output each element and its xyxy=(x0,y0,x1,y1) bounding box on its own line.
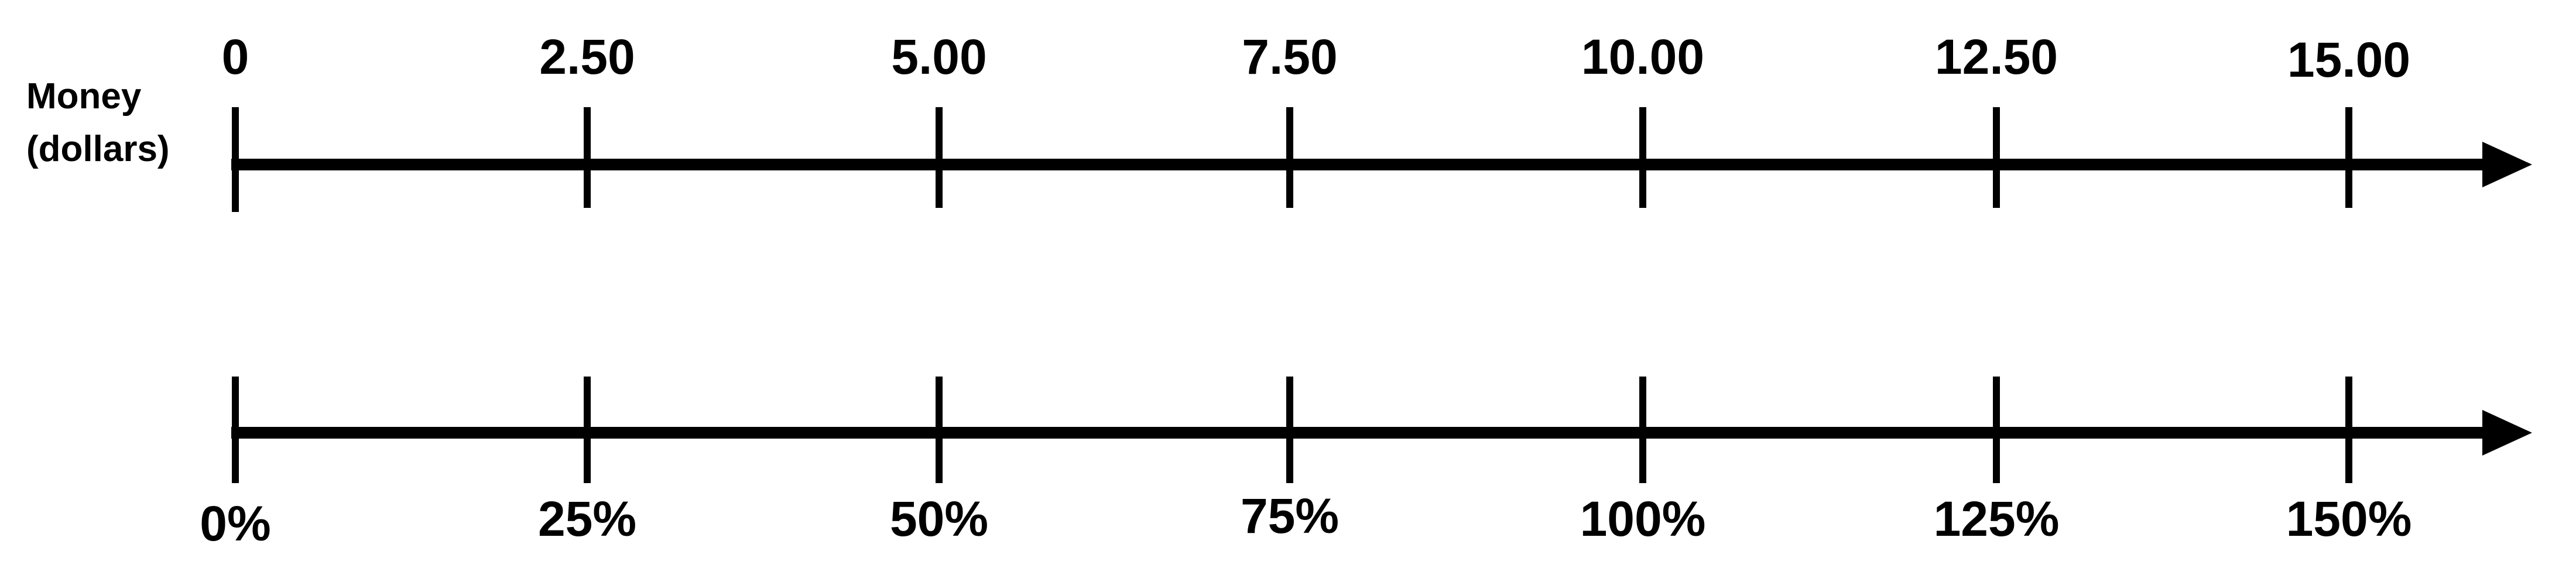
money-tick-label: 5.00 xyxy=(891,29,987,84)
percent-tick-label: 125% xyxy=(1934,491,2060,546)
money-tick-label: 7.50 xyxy=(1242,29,1338,84)
money-number-line: Money (dollars) 0 2.50 5.00 7.50 10.00 12.50 1… xyxy=(26,29,2532,212)
percent-tick-label: 75% xyxy=(1241,488,1339,543)
money-axis-title-line-1: Money xyxy=(26,76,142,117)
percent-tick-label: 150% xyxy=(2286,491,2412,546)
money-axis-title-line-2: (dollars) xyxy=(26,129,170,169)
percent-tick-label: 50% xyxy=(890,491,988,546)
money-tick-label: 2.50 xyxy=(539,29,635,84)
money-tick-label: 15.00 xyxy=(2287,32,2410,87)
money-tick-label: 10.00 xyxy=(1581,29,1704,84)
percent-axis-arrow-head xyxy=(2482,410,2532,456)
percent-tick-label: 0% xyxy=(200,496,270,551)
money-axis-arrow-head xyxy=(2482,142,2532,187)
money-tick-label: 12.50 xyxy=(1935,29,2058,84)
percent-tick-labels: 0% 25% 50% 75% 100% 125% 150% xyxy=(200,488,2411,551)
percent-tick-label: 25% xyxy=(538,491,636,546)
money-ticks xyxy=(232,107,2352,212)
money-tick-labels: 0 2.50 5.00 7.50 10.00 12.50 15.00 xyxy=(222,29,2410,87)
money-tick-label: 0 xyxy=(222,29,249,84)
percent-tick-label: 100% xyxy=(1580,491,1706,546)
percent-number-line: 0% 25% 50% 75% 100% 125% 150% xyxy=(200,377,2532,551)
percent-ticks xyxy=(232,377,2352,483)
